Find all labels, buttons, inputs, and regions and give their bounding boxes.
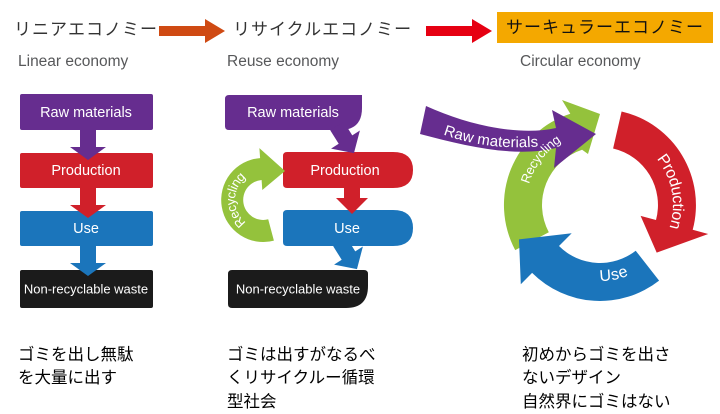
circular-economy-subtitle-en: Circular economy xyxy=(520,53,641,70)
reuse-economy-subtitle-en: Reuse economy xyxy=(227,53,340,70)
reuse-economy-caption: ゴミは出すがなるべ くリサイクルー循環 型社会 xyxy=(227,346,376,411)
stage-label-waste: Non-recyclable waste xyxy=(236,281,360,296)
production-box xyxy=(283,152,413,188)
stage-label-use: Use xyxy=(73,221,99,237)
production-arc-arrow xyxy=(613,111,709,253)
circular-economy-diagram: Raw materials Production Use Recycling xyxy=(420,100,709,301)
down-right-arrow-icon xyxy=(333,237,363,270)
circular-economy-title-jp: サーキュラーエコノミー xyxy=(497,12,713,43)
transition-arrow-1-icon xyxy=(159,19,225,43)
use-arc-label: Use xyxy=(599,263,630,285)
stage-label-production: Production xyxy=(51,163,120,179)
down-arrow-icon xyxy=(70,186,106,218)
use-arc-arrow xyxy=(519,233,660,301)
stage-label-waste: Non-recyclable waste xyxy=(24,281,148,296)
raw-materials-arc-label: Raw materials xyxy=(442,122,539,151)
circular-economy-caption: 初めからゴミを出さ ないデザイン 自然界にゴミはない xyxy=(522,346,671,411)
use-box xyxy=(20,211,153,246)
raw-materials-box xyxy=(20,94,153,130)
raw-materials-box xyxy=(225,95,362,130)
down-arrow-icon xyxy=(70,244,106,276)
linear-economy-subtitle-en: Linear economy xyxy=(18,53,129,70)
linear-economy-caption: ゴミを出し無駄 を大量に出す xyxy=(18,346,134,388)
linear-economy-diagram: Raw materials Production Use Non-recycla… xyxy=(20,94,153,308)
reuse-economy-title-jp: リサイクルエコノミー xyxy=(233,20,413,39)
down-arrow-icon xyxy=(336,184,368,214)
stage-label-production: Production xyxy=(310,163,379,179)
transition-arrow-2-icon xyxy=(426,19,492,43)
linear-economy-title-jp: リニアエコノミー xyxy=(14,20,158,39)
recycling-loop-arrow xyxy=(221,148,285,242)
stage-label-use: Use xyxy=(334,221,360,237)
down-arrow-icon xyxy=(70,126,106,160)
production-box xyxy=(20,153,153,188)
stage-label-raw-materials: Raw materials xyxy=(40,105,132,121)
waste-box xyxy=(228,270,368,308)
down-right-arrow-icon xyxy=(330,121,360,154)
recycling-arc-arrow xyxy=(503,100,600,251)
raw-materials-banner-arrow xyxy=(420,106,596,168)
reuse-economy-diagram: Raw materials Production Use Non-recycla… xyxy=(221,95,413,308)
use-box xyxy=(283,210,413,246)
waste-box xyxy=(20,270,153,308)
stage-label-raw-materials: Raw materials xyxy=(247,105,339,121)
